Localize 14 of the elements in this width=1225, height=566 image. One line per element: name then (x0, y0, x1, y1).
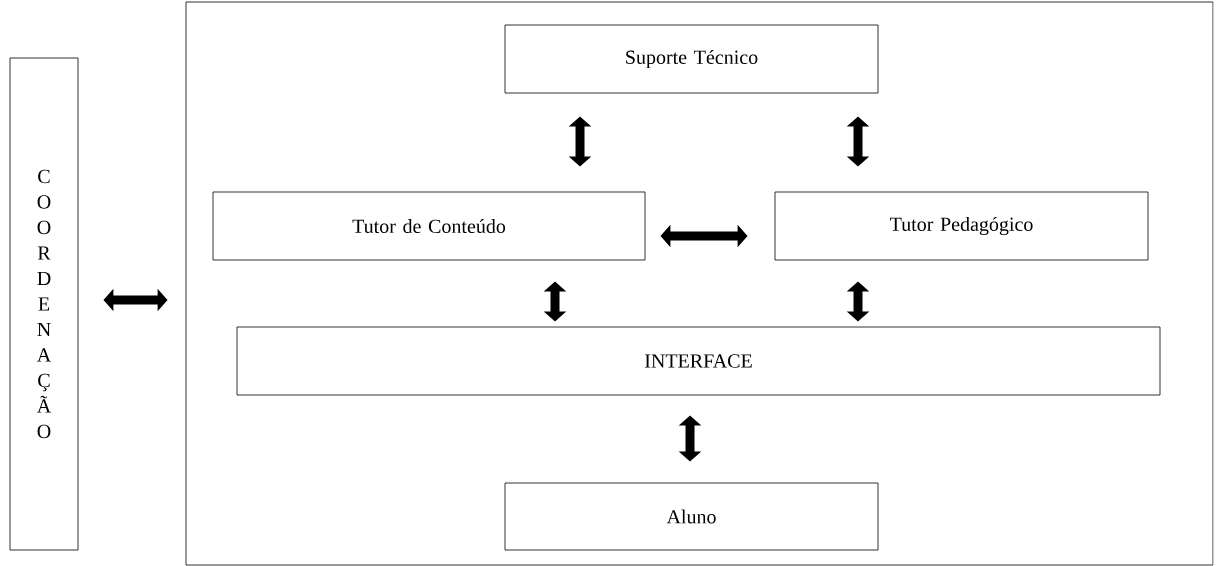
double-arrow (103, 288, 168, 312)
double-arrow (846, 281, 870, 322)
process-box: Suporte Técnico (504, 24, 879, 94)
process-box: INTERFACE (236, 326, 1161, 396)
double-arrow (846, 116, 870, 167)
double-arrow (678, 415, 702, 462)
double-arrow (568, 116, 592, 167)
process-box: Tutor de Conteúdo (212, 191, 646, 261)
double-arrow (660, 224, 748, 248)
process-box: Tutor Pedagógico (774, 191, 1149, 261)
frame-box (185, 1, 1214, 566)
vertical-label-box: C O O R D E N A Ç Ã O (9, 57, 79, 551)
process-box: Aluno (504, 482, 879, 551)
double-arrow (543, 281, 567, 322)
